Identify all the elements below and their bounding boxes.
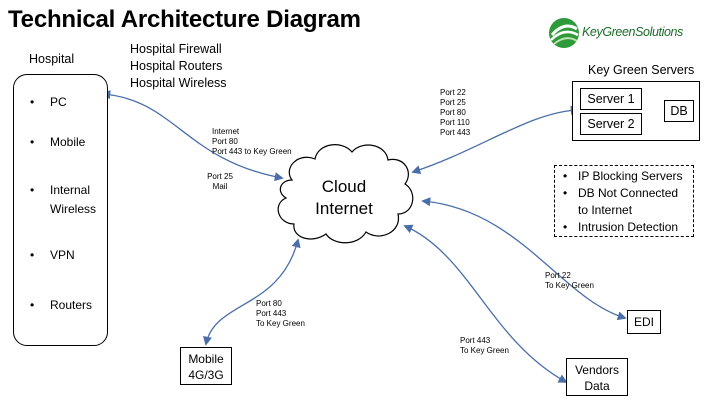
port-label: Port 443 [256, 309, 287, 318]
edi-box: EDI [627, 310, 661, 334]
hospital-item-label: Internal [50, 183, 91, 197]
hospital-box: • PC • Mobile • Internal Wireless • VPN … [13, 74, 108, 346]
hospital-item-label: Mobile [50, 135, 86, 149]
cloud-label: Cloud Internet [296, 176, 392, 220]
note-text: DB Not Connected [578, 186, 679, 200]
port-label: Port 22 [545, 271, 571, 280]
vendors-line: Vendors [574, 363, 620, 377]
bullet: • [30, 248, 35, 262]
note-item-continued: to Internet [563, 202, 689, 219]
hospital-service: Hospital Wireless [130, 76, 227, 90]
bullet: • [30, 183, 35, 197]
port-label: To Key Green [460, 346, 509, 355]
logo-text: KeyGreenSolutions [582, 25, 683, 39]
port-label: Port 22 [440, 88, 466, 97]
server-2-box: Server 2 [580, 113, 642, 135]
ports-servers: Port 22 Port 25 Port 80 Port 110 Port 44… [440, 88, 470, 138]
note-item: • Intrusion Detection [563, 219, 689, 236]
mobile-line: Mobile [188, 352, 224, 366]
db-box: DB [664, 100, 694, 122]
mobile-cloud-link [203, 238, 301, 346]
cloud-shape [277, 144, 414, 244]
hospital-cloud-link [101, 90, 284, 182]
server-1-box: Server 1 [580, 88, 642, 110]
note-item: • IP Blocking Servers [563, 168, 689, 185]
hospital-service: Hospital Routers [130, 59, 223, 73]
servers-cloud-link [411, 105, 580, 175]
port-label: Mail [212, 182, 228, 191]
key-green-servers-label: Key Green Servers [588, 63, 695, 77]
hospital-item-label: Routers [50, 298, 93, 312]
port-label: To Key Green [256, 319, 305, 328]
ports-mobile: Port 80 Port 443 To Key Green [256, 299, 305, 329]
ports-edi: Port 22 To Key Green [545, 271, 594, 291]
mobile-line: 4G/3G [188, 368, 224, 382]
vendors-line: Data [584, 379, 610, 393]
port-label: Port 80 [440, 108, 466, 117]
port-label: Port 443 [460, 336, 491, 345]
port-label: Port 80 [212, 137, 238, 146]
ports-mail: Port 25 Mail [204, 172, 236, 192]
bullet: • [563, 220, 568, 234]
server-2-label: Server 2 [587, 117, 635, 131]
key-green-logo: KeyGreenSolutions [546, 15, 706, 51]
port-label: Port 110 [440, 118, 470, 127]
bullet: • [563, 186, 568, 200]
port-label: Port 25 [440, 98, 466, 107]
vendors-box: Vendors Data [566, 358, 628, 396]
hospital-item-label: Wireless [50, 202, 97, 216]
bullet: • [30, 135, 35, 149]
note-text: Intrusion Detection [578, 220, 679, 234]
hospital-item-label: VPN [50, 248, 75, 262]
port-label: Port 25 [207, 172, 233, 181]
port-label: Internet [212, 127, 240, 136]
port-label: Port 443 [440, 128, 471, 137]
server-1-label: Server 1 [587, 92, 635, 106]
ports-hospital: Internet Port 80 Port 443 to Key Green [212, 127, 292, 157]
hospital-services: Hospital Firewall Hospital Routers Hospi… [130, 41, 227, 92]
note-item: • DB Not Connected [563, 185, 689, 202]
security-notes: • IP Blocking Servers • DB Not Connected t… [554, 165, 694, 237]
leaf-swirl-logo-icon [549, 18, 579, 48]
db-label: DB [670, 104, 688, 118]
page-title: Technical Architecture Diagram [8, 6, 361, 33]
mobile-box: Mobile 4G/3G [180, 347, 232, 385]
bullet: • [563, 169, 568, 183]
bullet: • [30, 95, 35, 109]
hospital-item-label: PC [50, 95, 67, 109]
edi-label: EDI [633, 315, 654, 329]
note-text: IP Blocking Servers [578, 169, 683, 183]
hospital-label: Hospital [29, 52, 75, 66]
cloud-line: Internet [315, 199, 373, 218]
port-label: Port 443 to Key Green [212, 147, 292, 156]
port-label: Port 80 [256, 299, 282, 308]
note-text: to Internet [578, 203, 633, 217]
cloud-line: Cloud [321, 177, 367, 196]
port-label: To Key Green [545, 281, 594, 290]
hospital-service: Hospital Firewall [130, 42, 222, 56]
bullet: • [30, 298, 35, 312]
ports-vendors: Port 443 To Key Green [460, 336, 509, 356]
vendors-cloud-link [403, 224, 568, 383]
